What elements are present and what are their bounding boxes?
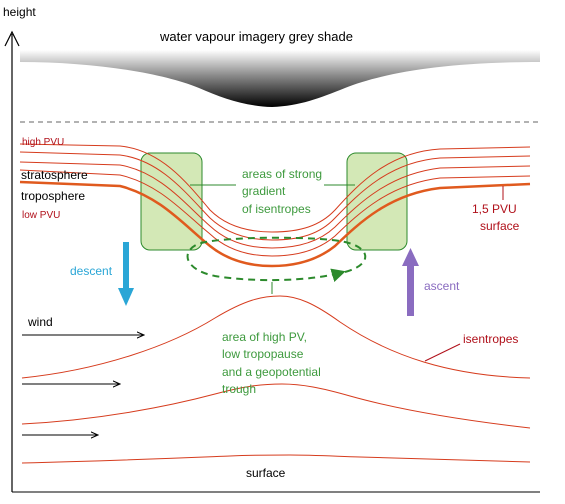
high-pv-note-line-3: and a geopotential (222, 365, 321, 379)
pvu-surface-line (19, 180, 531, 268)
pv-isentrope (19, 161, 531, 249)
lower-isentrope (21, 295, 531, 379)
isentropes-callout (424, 343, 461, 362)
gradient-note-line-2: gradient (242, 184, 286, 198)
pvu-surface-label-1: 1,5 PVU (472, 202, 517, 216)
stratosphere-label: stratosphere (21, 168, 88, 182)
high-pv-note-line-1: area of high PV, (222, 330, 307, 344)
low-pvu-label: low PVU (22, 210, 60, 221)
height-axis-arrowhead (4, 30, 20, 47)
gradient-note-line-1: areas of strong (242, 167, 322, 181)
wind-label: wind (27, 315, 53, 329)
descent-label: descent (70, 264, 113, 278)
surface-label: surface (246, 466, 286, 480)
high-pvu-label: high PVU (22, 137, 64, 148)
isentropes-label: isentropes (463, 332, 518, 346)
pv-isentrope (19, 169, 531, 257)
lower-isentrope (21, 454, 531, 464)
pv-isentrope (19, 143, 531, 233)
pv-isentrope (19, 151, 531, 241)
descent-arrow-head (118, 288, 134, 306)
high-pv-note-line-2: low tropopause (222, 347, 304, 361)
water-vapour-shade (20, 50, 540, 107)
gradient-note-line-3: of isentropes (242, 202, 311, 216)
high-pv-note-line-4: trough (222, 382, 256, 396)
lower-isentrope (21, 383, 531, 429)
high-pv-dashed-ellipse (186, 236, 367, 282)
height-axis-label: height (3, 5, 36, 19)
ascent-arrow-shaft (407, 262, 414, 316)
pvu-surface-label-2: surface (480, 219, 520, 233)
descent-arrow-shaft (123, 242, 129, 292)
troposphere-label: troposphere (21, 189, 85, 203)
water-vapour-label: water vapour imagery grey shade (159, 29, 353, 44)
ascent-label: ascent (424, 279, 460, 293)
ascent-arrow-head (402, 248, 419, 266)
